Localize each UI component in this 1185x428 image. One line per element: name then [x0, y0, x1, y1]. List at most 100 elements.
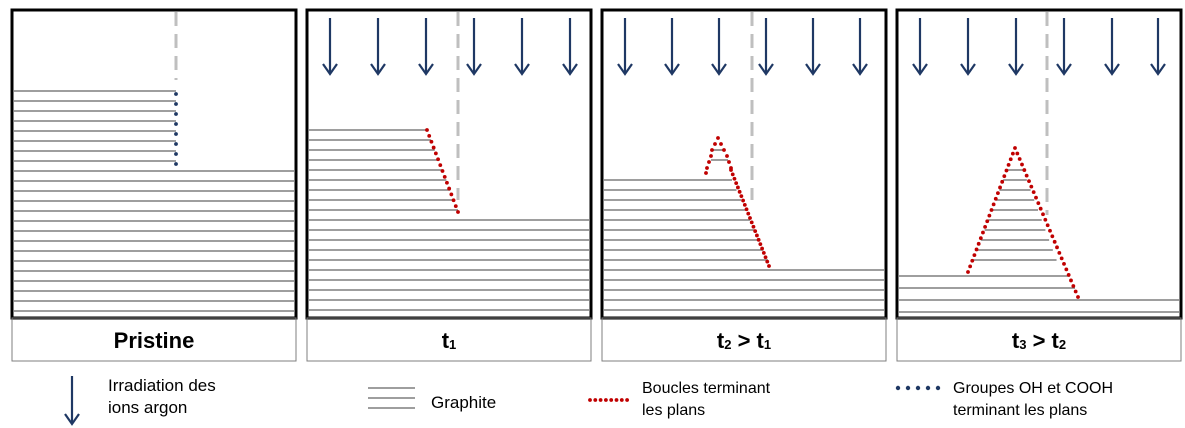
red-dot [1043, 217, 1048, 222]
red-dot [716, 136, 720, 140]
panel-label-rest: > t [731, 328, 764, 353]
red-dot [710, 148, 714, 152]
panel-label-subscript-2: 2 [1058, 336, 1067, 352]
red-dot [1031, 190, 1036, 195]
red-dot [442, 174, 447, 179]
terminating-dots [174, 92, 1080, 299]
red-dot [737, 189, 742, 194]
red-dot [1057, 250, 1062, 255]
red-dot [746, 211, 751, 216]
red-dot [989, 208, 994, 212]
red-dot [976, 241, 981, 246]
legend-red-dot-icon [625, 398, 629, 402]
red-dot [730, 172, 735, 177]
red-dot [767, 264, 771, 268]
red-dot [756, 237, 761, 242]
irradiation-arrow-head [711, 63, 727, 76]
red-dot [433, 151, 438, 156]
panel-label-text: Pristine [113, 328, 195, 353]
red-dot [431, 145, 436, 150]
red-dot [451, 198, 456, 203]
red-dot [1045, 223, 1050, 228]
red-dot [1038, 206, 1043, 211]
red-dot [429, 139, 434, 144]
red-dot [1027, 179, 1031, 184]
red-dot [704, 171, 708, 175]
legend-irradiation-label: Irradiation des ions argon [108, 375, 216, 419]
legend-loops-line2: les plans [642, 402, 706, 419]
legend-icons [64, 376, 941, 426]
legend-red-dot-icon [588, 398, 592, 402]
red-dot [1050, 234, 1055, 239]
panel-label-text: t [441, 328, 450, 353]
red-dot [1064, 267, 1069, 272]
red-dot [725, 154, 729, 158]
red-dot [1059, 256, 1064, 261]
panel-label-subscript: 1 [449, 336, 457, 352]
blue-dot [174, 162, 178, 166]
red-dot [996, 191, 1000, 195]
panel-label-text: t [1011, 328, 1020, 353]
red-dot [741, 198, 745, 203]
red-dot [1010, 151, 1015, 156]
red-dot [445, 180, 449, 185]
panel-label-subscript: 2 [724, 336, 732, 352]
red-dot [755, 233, 759, 238]
red-dot [1024, 173, 1029, 178]
panel-label-box [11, 317, 297, 362]
red-dot [736, 185, 740, 190]
irradiation-arrow-head [1104, 63, 1120, 76]
legend-red-dot-icon [614, 398, 619, 402]
red-dot [993, 196, 998, 201]
red-dot [1008, 157, 1013, 162]
red-dot [453, 204, 458, 209]
panel-label-subscript: 3 [1019, 336, 1027, 352]
red-dot [998, 185, 1002, 190]
red-dot [1052, 239, 1057, 244]
red-dot [1013, 146, 1017, 150]
red-dot [1076, 295, 1080, 299]
irradiation-arrow-head [852, 63, 868, 76]
red-dot [968, 264, 973, 269]
red-dot [719, 142, 723, 146]
legend-blue-dot-icon [905, 385, 911, 391]
irradiation-arrow-head [1150, 63, 1166, 76]
irradiation-arrow-head [322, 63, 338, 76]
red-dot [427, 133, 432, 138]
red-dot [1062, 261, 1066, 266]
red-dot [758, 242, 763, 247]
legend-irradiation-line2: ions argon [108, 398, 188, 417]
red-dot [709, 154, 713, 158]
panel-label-box [601, 317, 887, 362]
legend-groups-line1: Groupes OH et COOH [953, 380, 1114, 397]
legend-blue-dot-icon [895, 385, 901, 391]
red-dot [1041, 212, 1045, 217]
red-dot [983, 225, 987, 229]
red-dot [987, 213, 992, 218]
red-dot [1055, 245, 1059, 250]
red-dot [966, 270, 970, 274]
red-dot [744, 207, 749, 212]
red-dot [438, 163, 443, 168]
red-dot [981, 230, 985, 235]
red-dot [734, 181, 739, 185]
red-dot [722, 148, 726, 152]
blue-dot [174, 132, 178, 136]
irradiation-arrow-head [466, 63, 482, 76]
red-dot [705, 166, 709, 170]
red-dot [748, 216, 752, 220]
red-dot [447, 186, 452, 191]
panel-frames [10, 8, 1183, 362]
blue-dot [174, 152, 178, 156]
irradiation-arrow-head [617, 63, 633, 76]
legend-irradiation-line1: Irradiation des [108, 376, 216, 395]
legend-blue-dot-icon [925, 385, 931, 391]
legend-graphite-text: Graphite [431, 393, 497, 412]
red-dot [425, 128, 429, 132]
red-dot [765, 259, 770, 264]
red-dot [1073, 289, 1078, 294]
irradiation-arrow-head [758, 63, 774, 76]
panel-label-text: t [716, 328, 725, 353]
